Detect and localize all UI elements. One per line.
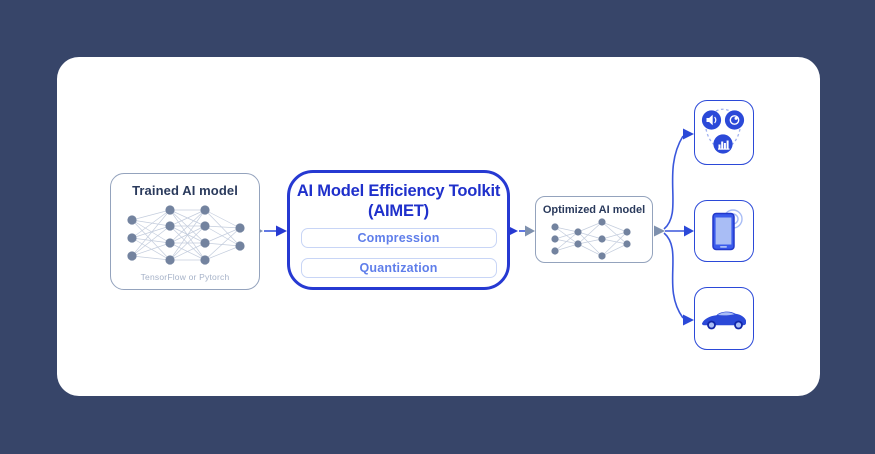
arrowhead-gray xyxy=(525,225,535,237)
smartphone-icon xyxy=(712,209,743,251)
framework-caption: TensorFlow or Pytorch xyxy=(140,272,230,282)
quantization-module: Quantization xyxy=(300,258,497,278)
arrowhead-blue xyxy=(683,314,694,326)
arrowhead-blue xyxy=(684,225,694,237)
neural-network-icon xyxy=(127,205,245,265)
target-smartphone xyxy=(694,200,754,262)
trained-model-box: Trained AI model TensorFlow or Pytorch xyxy=(110,173,260,290)
pruned-neural-network-icon xyxy=(551,218,631,260)
optimized-model-title: Optimized AI model xyxy=(542,204,646,216)
arrowhead-gray xyxy=(654,225,665,237)
optimized-model-box: Optimized AI model xyxy=(535,196,653,263)
aimet-title: AI Model Efficiency Toolkit (AIMET) xyxy=(296,182,501,220)
arrowhead-blue xyxy=(683,128,694,140)
target-automotive xyxy=(694,287,754,350)
compression-module: Compression xyxy=(300,228,497,248)
aimet-box: AI Model Efficiency Toolkit (AIMET) Comp… xyxy=(287,170,510,290)
connected-devices-icon xyxy=(701,108,745,154)
arrowhead-blue xyxy=(276,225,287,237)
car-icon xyxy=(702,311,746,330)
target-connected-devices xyxy=(694,100,754,165)
camera-lens-icon xyxy=(724,110,745,130)
trained-model-title: Trained AI model xyxy=(132,183,238,198)
